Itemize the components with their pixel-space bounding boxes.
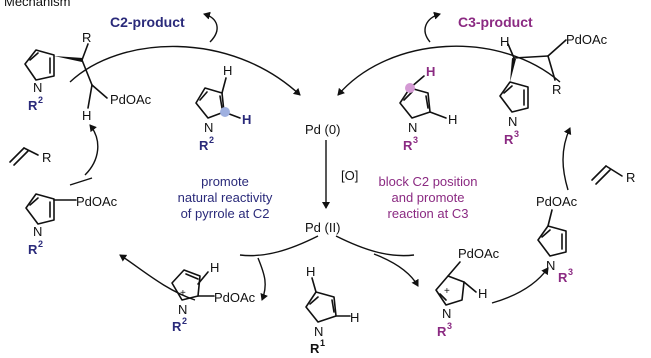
- svg-text:PdOAc: PdOAc: [566, 32, 608, 47]
- svg-text:N: N: [33, 224, 42, 239]
- svg-text:2: 2: [38, 239, 43, 249]
- arrow-left-branch: [239, 235, 319, 257]
- svg-text:H: H: [306, 264, 315, 279]
- svg-text:PdOAc: PdOAc: [458, 246, 500, 261]
- svg-text:H: H: [478, 286, 487, 301]
- svg-text:PdOAc: PdOAc: [76, 194, 118, 209]
- c2-cationic-adduct: H + PdOAc N R 2: [171, 260, 256, 334]
- arrow-c2-elimination: [69, 45, 301, 96]
- svg-text:H: H: [350, 310, 359, 325]
- svg-text:N: N: [178, 302, 187, 317]
- svg-text:N: N: [546, 258, 555, 273]
- c2-product-label: C2-product: [110, 14, 185, 30]
- svg-text:N: N: [204, 120, 213, 135]
- arrow-right-branch: [335, 235, 415, 257]
- c3-cationic-adduct: PdOAc H + N R 3: [435, 246, 500, 339]
- svg-text:R: R: [437, 324, 447, 339]
- svg-text:H: H: [210, 260, 219, 275]
- arrow-c3-product-release: [424, 11, 441, 43]
- n-r3-pyrrole-substrate: H H N R 3: [399, 64, 457, 153]
- c2-highlight-dot: [220, 107, 230, 117]
- cycle-arrows: [69, 11, 572, 304]
- n-r1-pyrrole: H H N R 1: [305, 264, 359, 356]
- svg-text:PdOAc: PdOAc: [110, 92, 152, 107]
- c3-annotation: block C2 position and promote reaction a…: [379, 174, 478, 221]
- c3-highlight-dot: [405, 83, 415, 93]
- svg-text:R: R: [403, 138, 413, 153]
- svg-text:+: +: [180, 288, 186, 299]
- svg-text:R: R: [552, 82, 561, 97]
- svg-text:R: R: [172, 319, 182, 334]
- svg-text:R: R: [28, 242, 38, 257]
- c2-alkyl-pd-intermediate: R PdOAc H N R 2: [24, 30, 152, 123]
- c3-annotation-line1: block C2 position: [379, 174, 478, 189]
- svg-text:R: R: [199, 138, 209, 153]
- arrow-c2-insertion: [84, 124, 99, 176]
- c3-product-label: C3-product: [458, 14, 533, 30]
- svg-text:R: R: [82, 30, 91, 45]
- svg-text:+: +: [444, 286, 450, 297]
- svg-text:H: H: [500, 34, 509, 49]
- pd0-label: Pd (0): [305, 122, 340, 137]
- arrow-c3-elimination: [337, 45, 561, 96]
- svg-text:R: R: [42, 150, 51, 165]
- svg-text:N: N: [314, 324, 323, 339]
- svg-text:PdOAc: PdOAc: [536, 194, 578, 209]
- svg-text:N: N: [508, 114, 517, 129]
- c2-annotation-line2: natural reactivity: [178, 190, 273, 205]
- svg-text:N: N: [33, 80, 42, 95]
- svg-text:2: 2: [182, 316, 187, 326]
- svg-text:2: 2: [38, 95, 43, 105]
- svg-text:R: R: [558, 270, 568, 285]
- svg-text:N: N: [408, 120, 417, 135]
- c2-annotation-line1: promote: [201, 174, 249, 189]
- svg-text:3: 3: [568, 267, 573, 277]
- svg-text:R: R: [504, 132, 514, 147]
- oxidant-label: [O]: [341, 168, 358, 183]
- n-r2-pyrrole-substrate: H H N R 2: [195, 63, 251, 153]
- svg-text:R: R: [28, 98, 38, 113]
- c3-annotation-line3: reaction at C3: [388, 206, 469, 221]
- arrow-c2-deprotonation: [119, 254, 196, 301]
- alkene-right: R: [591, 165, 635, 185]
- arrow-c2-product-release: [203, 11, 218, 43]
- svg-text:H: H: [426, 64, 435, 79]
- c2-palladated-pyrrole: PdOAc N R 2: [25, 193, 118, 257]
- svg-text:1: 1: [320, 338, 325, 348]
- svg-text:R: R: [310, 341, 320, 356]
- arrow-c3-insertion: [562, 127, 572, 191]
- svg-text:PdOAc: PdOAc: [214, 290, 256, 305]
- pd2-label: Pd (II): [305, 220, 340, 235]
- alkene-left: R: [9, 147, 51, 166]
- svg-text:N: N: [442, 306, 451, 321]
- svg-text:H: H: [82, 108, 91, 123]
- svg-text:3: 3: [413, 135, 418, 145]
- c3-palladated-pyrrole: PdOAc N R 3: [536, 194, 578, 285]
- header-text: Mechanism: [4, 0, 70, 9]
- svg-text:H: H: [242, 112, 251, 127]
- c2-annotation-line3: of pyrrole at C2: [181, 206, 270, 221]
- svg-text:R: R: [626, 170, 635, 185]
- c3-annotation-line2: and promote: [392, 190, 465, 205]
- arrow-c3-deprotonation: [491, 267, 549, 304]
- svg-text:3: 3: [514, 129, 519, 139]
- svg-text:2: 2: [209, 135, 214, 145]
- c2-annotation: promote natural reactivity of pyrrole at…: [178, 174, 273, 221]
- c3-alkyl-pd-intermediate: H PdOAc R N R 3: [499, 32, 608, 147]
- svg-text:3: 3: [447, 321, 452, 331]
- svg-text:H: H: [223, 63, 232, 78]
- svg-text:H: H: [448, 112, 457, 127]
